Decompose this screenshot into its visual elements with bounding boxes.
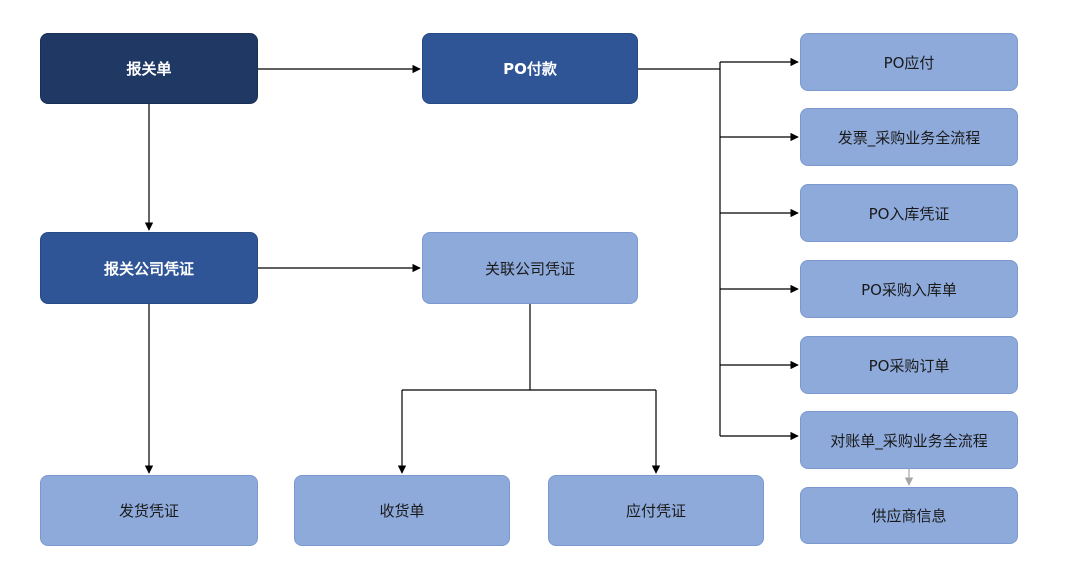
node-po-purchase-order[interactable]: PO采购订单 bbox=[800, 336, 1018, 394]
node-label: 发货凭证 bbox=[118, 502, 179, 520]
edge-related-voucher-split bbox=[402, 304, 656, 391]
node-supplier-info[interactable]: 供应商信息 bbox=[800, 487, 1018, 544]
node-label: 关联公司凭证 bbox=[484, 259, 575, 278]
node-label: 收货单 bbox=[379, 502, 425, 520]
node-po-payment[interactable]: PO付款 bbox=[422, 33, 638, 104]
node-payable-voucher[interactable]: 应付凭证 bbox=[548, 475, 764, 546]
node-label: PO应付 bbox=[883, 53, 935, 72]
node-customs-company-voucher[interactable]: 报关公司凭证 bbox=[40, 232, 258, 304]
node-label: 报关公司凭证 bbox=[103, 259, 194, 278]
node-label: 发票_采购业务全流程 bbox=[837, 128, 981, 147]
node-label: PO采购订单 bbox=[868, 356, 950, 375]
edge-po-payment-bus bbox=[638, 62, 721, 436]
node-label: 报关单 bbox=[126, 60, 172, 78]
node-label: 对账单_采购业务全流程 bbox=[830, 431, 988, 450]
node-label: PO采购入库单 bbox=[861, 280, 957, 299]
node-po-instock-voucher[interactable]: PO入库凭证 bbox=[800, 184, 1018, 242]
node-related-company-voucher[interactable]: 关联公司凭证 bbox=[422, 232, 638, 304]
node-shipping-voucher[interactable]: 发货凭证 bbox=[40, 475, 258, 546]
node-statement-flow[interactable]: 对账单_采购业务全流程 bbox=[800, 411, 1018, 469]
node-receipt[interactable]: 收货单 bbox=[294, 475, 510, 546]
node-label: 应付凭证 bbox=[625, 502, 686, 520]
node-customs-declaration[interactable]: 报关单 bbox=[40, 33, 258, 104]
node-po-payable[interactable]: PO应付 bbox=[800, 33, 1018, 91]
node-label: PO入库凭证 bbox=[868, 204, 950, 223]
node-invoice-flow[interactable]: 发票_采购业务全流程 bbox=[800, 108, 1018, 166]
node-label: 供应商信息 bbox=[871, 507, 947, 525]
node-po-instock-order[interactable]: PO采购入库单 bbox=[800, 260, 1018, 318]
node-label: PO付款 bbox=[503, 60, 557, 78]
